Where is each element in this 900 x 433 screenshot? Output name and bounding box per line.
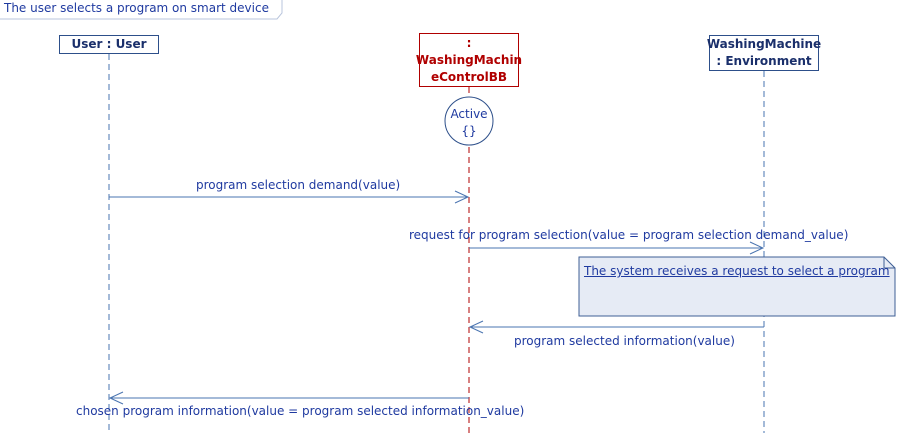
arrowhead-open-icon	[749, 241, 765, 255]
frame-tab-border	[0, 0, 283, 20]
message-program-selected-information[interactable]	[468, 320, 764, 334]
lifeline-label-controller-line1: :	[466, 35, 472, 50]
state-detail: {}	[461, 124, 477, 138]
lifeline-label-environment-line1: WashingMachine	[706, 37, 822, 51]
state-active-circle	[444, 96, 494, 146]
lifeline-head-controller[interactable]: : WashingMachin eControlBB	[415, 33, 523, 87]
message-label-4: chosen program information(value = progr…	[76, 404, 525, 418]
lifeline-label-environment-line2: : Environment	[716, 54, 812, 68]
lifeline-label-controller-line2: WashingMachin	[415, 52, 523, 67]
diagram-title: The user selects a program on smart devi…	[4, 1, 269, 15]
arrowhead-open-icon	[454, 190, 470, 204]
arrowhead-open-icon	[468, 320, 484, 334]
state-name: Active	[450, 107, 488, 121]
message-program-selection-demand[interactable]	[109, 190, 470, 204]
lifeline-label-user: User : User	[71, 37, 147, 51]
lifeline-label-controller-line3: eControlBB	[430, 69, 508, 84]
lifeline-head-environment[interactable]: WashingMachine : Environment	[706, 35, 822, 71]
message-label-1: program selection demand(value)	[196, 178, 401, 192]
message-request-program-selection[interactable]	[469, 241, 765, 255]
message-label-2: request for program selection(value = pr…	[409, 228, 849, 242]
lifeline-head-user[interactable]: User : User	[59, 35, 159, 54]
note-text[interactable]: The system receives a request to select …	[584, 264, 890, 278]
note-shape	[578, 256, 896, 317]
message-chosen-program-information[interactable]	[108, 391, 469, 405]
arrowhead-open-icon	[108, 391, 124, 405]
message-label-3: program selected information(value)	[514, 334, 735, 348]
